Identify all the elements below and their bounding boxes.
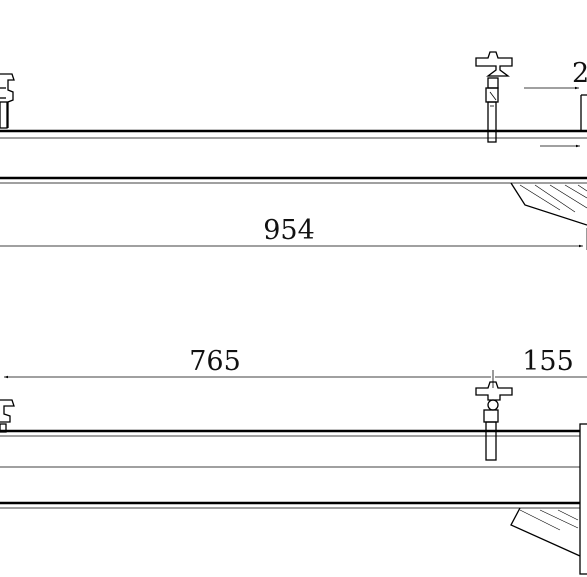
- top-view: 954 2: [0, 51, 587, 250]
- bottom-clamp-middle: [475, 381, 513, 461]
- top-clamp-left: [0, 73, 15, 129]
- dimension-954: 954: [0, 215, 587, 250]
- dimension-2-label: 2: [572, 58, 587, 89]
- dimension-2: 2: [524, 58, 587, 148]
- dimension-765-label: 765: [189, 346, 241, 377]
- bottom-view: 765 155: [0, 346, 587, 575]
- bottom-end-plate: [510, 423, 587, 575]
- dimension-954-label: 954: [263, 215, 315, 246]
- bottom-clamp-left: [0, 399, 15, 433]
- top-clamp-middle: [475, 51, 513, 143]
- dimension-155-label: 155: [522, 346, 574, 377]
- dimension-765: 765: [4, 346, 494, 388]
- top-end-block: [510, 94, 587, 226]
- dimension-155: 155: [495, 346, 587, 378]
